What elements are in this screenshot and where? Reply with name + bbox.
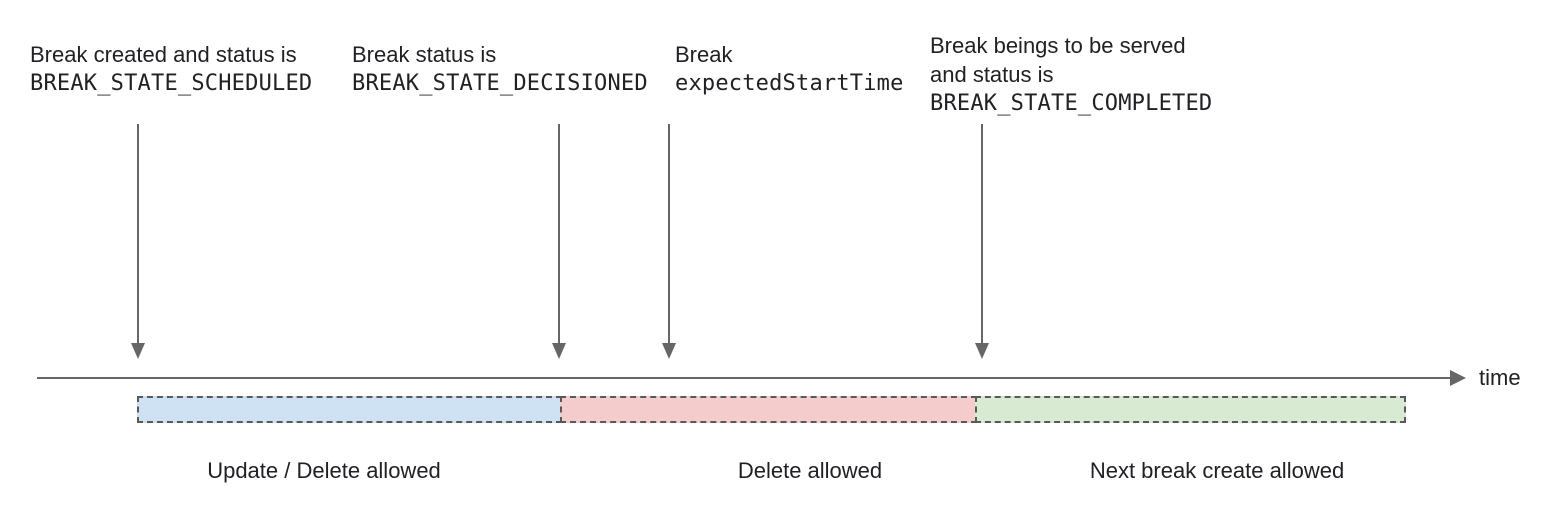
down-arrow-line: [981, 124, 983, 344]
event-description: Break beings to be served and status is: [930, 33, 1186, 87]
down-arrow-head-icon: [975, 343, 989, 359]
event-state-code: BREAK_STATE_DECISIONED: [352, 71, 648, 96]
segment-next-break-create-allowed: [975, 396, 1406, 423]
event-description: Break status is: [352, 42, 497, 67]
event-description: Break created and status is: [30, 42, 297, 67]
event-annotation-expected-start: Break expectedStartTime: [675, 40, 904, 98]
down-arrow-head-icon: [552, 343, 566, 359]
event-annotation-completed: Break beings to be served and status is …: [930, 31, 1212, 118]
segment-label-delete: Delete allowed: [737, 458, 883, 483]
down-arrow-line: [668, 124, 670, 344]
segment-label-next-break: Next break create allowed: [1089, 458, 1345, 483]
segment-update-delete-allowed: [137, 396, 562, 423]
timeline-axis-label: time: [1479, 365, 1521, 390]
event-state-code: expectedStartTime: [675, 71, 904, 96]
segment-label-update-delete: Update / Delete allowed: [207, 458, 441, 483]
down-arrow-line: [558, 124, 560, 344]
event-annotation-decisioned: Break status is BREAK_STATE_DECISIONED: [352, 40, 648, 98]
event-annotation-scheduled: Break created and status is BREAK_STATE_…: [30, 40, 312, 98]
down-arrow-head-icon: [131, 343, 145, 359]
timeline-arrowhead-icon: [1450, 370, 1466, 386]
event-state-code: BREAK_STATE_SCHEDULED: [30, 71, 313, 96]
down-arrow-head-icon: [662, 343, 676, 359]
down-arrow-line: [137, 124, 139, 344]
event-description: Break: [675, 42, 733, 67]
timeline-axis: [37, 377, 1450, 379]
segment-delete-allowed: [560, 396, 977, 423]
event-state-code: BREAK_STATE_COMPLETED: [930, 91, 1213, 116]
